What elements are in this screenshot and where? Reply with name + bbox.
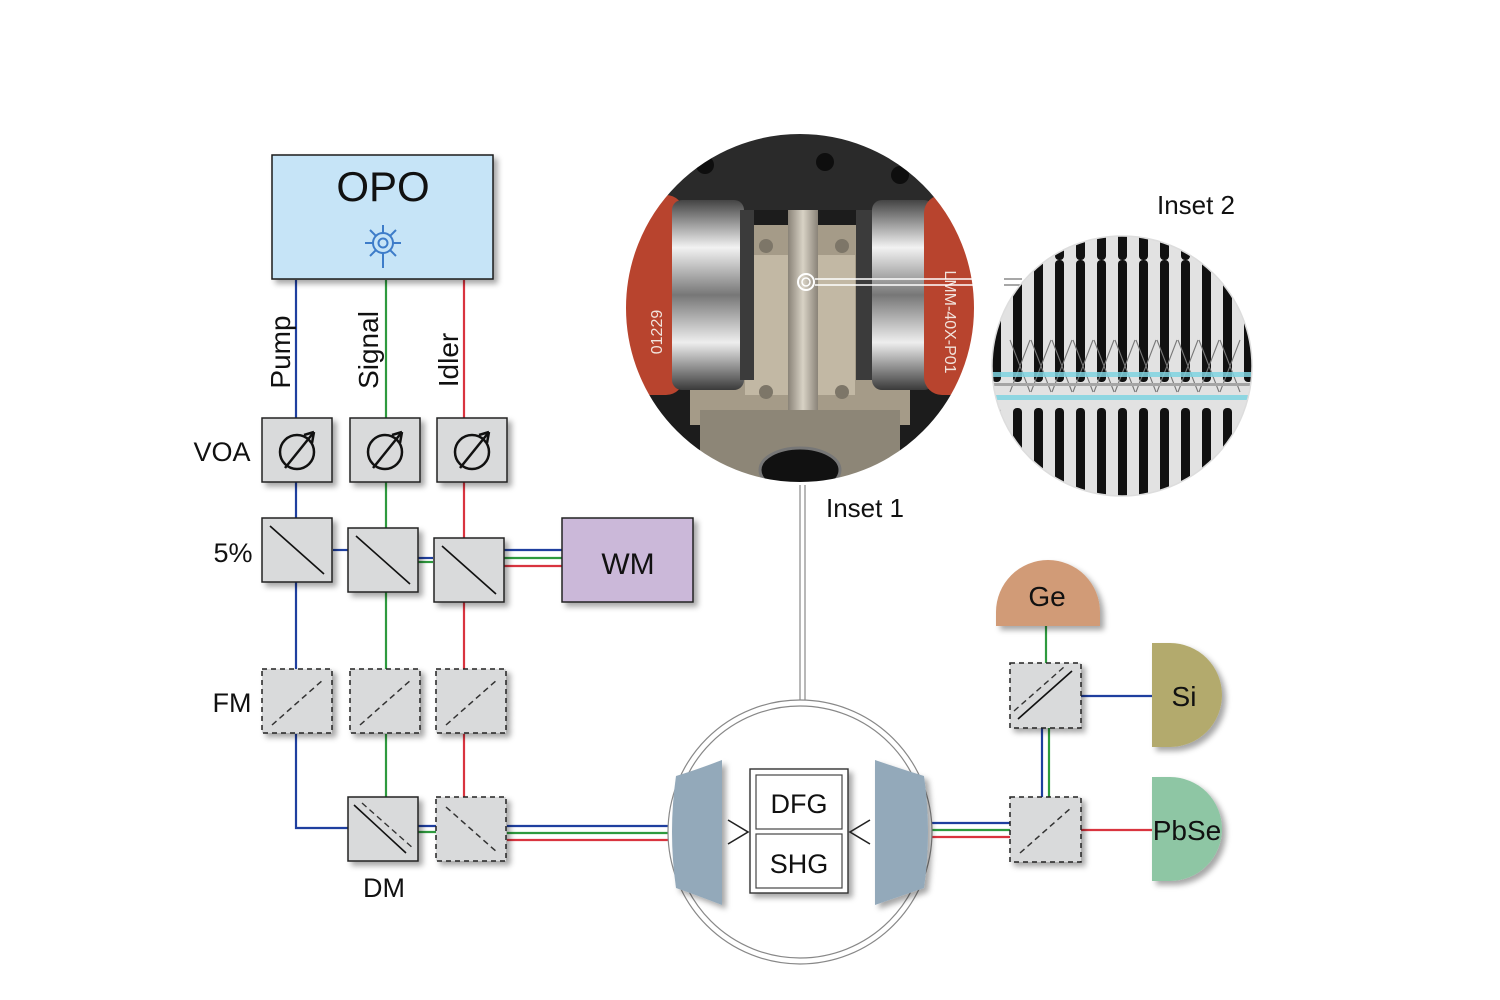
voa-idler: [436, 417, 508, 483]
pbse-detector: PbSe: [1152, 777, 1222, 881]
ge-label: Ge: [1028, 581, 1065, 612]
splitter-label: 5%: [213, 538, 252, 568]
detector-splitter-upper: [1009, 662, 1082, 729]
flip-mirror-pump: [261, 668, 333, 734]
flip-mirror-label: FM: [213, 688, 252, 718]
detector-splitter-lower: [1009, 796, 1082, 863]
splitter-pump: [261, 517, 333, 583]
inset1-photo: 01229 LMM-40X-P01: [625, 133, 975, 483]
inset2-micrograph: [992, 236, 1252, 496]
dichroic-mirror: [347, 796, 419, 862]
beam-paths: [294, 280, 1152, 842]
lens-left: [672, 760, 722, 905]
pbse-label: PbSe: [1153, 815, 1222, 846]
coupling-mark-left: [727, 819, 750, 845]
objective-right-text: LMM-40X-P01: [941, 270, 958, 373]
wavemeter-label: WM: [601, 548, 654, 581]
inset-connector: [797, 273, 1022, 291]
wavemeter: WM: [561, 517, 694, 603]
idler-label: Idler: [433, 333, 464, 387]
shg-label: SHG: [770, 849, 829, 879]
dichroic-label: DM: [363, 873, 405, 903]
flip-mirror-idler: [435, 668, 507, 734]
lens-right: [875, 760, 928, 905]
pump-label: Pump: [265, 315, 296, 388]
si-label: Si: [1172, 681, 1197, 712]
signal-label: Signal: [353, 311, 384, 389]
si-detector: Si: [1152, 643, 1222, 747]
splitter-signal: [347, 527, 419, 593]
inset1-label: Inset 1: [826, 493, 904, 523]
combiner-idler: [435, 796, 507, 862]
ge-detector: Ge: [996, 560, 1100, 626]
voa-pump: [261, 417, 333, 483]
splitter-idler: [433, 537, 505, 603]
flip-mirror-signal: [349, 668, 421, 734]
laser-star-icon: [365, 225, 401, 268]
inset2-label: Inset 2: [1157, 190, 1235, 220]
splitter-row: [261, 517, 505, 603]
chip-stage: DFG SHG: [667, 485, 933, 965]
opo-label: OPO: [336, 163, 429, 210]
pump-beam: [294, 280, 350, 830]
flip-mirror-row: [261, 668, 507, 734]
dfg-label: DFG: [771, 789, 828, 819]
voa-label: VOA: [193, 437, 250, 467]
coupling-mark-right: [848, 819, 871, 845]
voa-signal: [349, 417, 421, 483]
objective-left-text: 01229: [649, 310, 666, 355]
voa-row: [261, 417, 508, 483]
chip: [749, 768, 849, 894]
